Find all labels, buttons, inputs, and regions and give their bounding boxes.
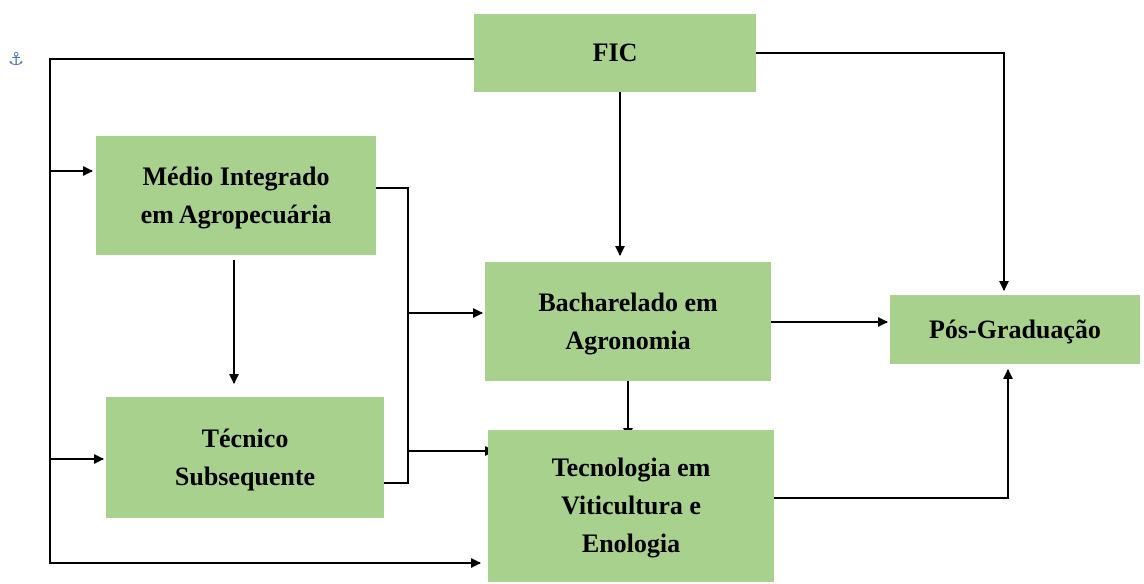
box-pos-graduacao-label: Pós-Graduação: [929, 314, 1101, 344]
box-pos-graduacao: Pós-Graduação: [890, 295, 1140, 364]
box-tecnologia-label: Tecnologia em Viticultura e Enologia: [551, 453, 711, 558]
box-medio-integrado: Médio Integrado em Agropecuária: [96, 136, 376, 255]
bracket-line: [376, 187, 409, 484]
box-fic: FIC: [474, 14, 756, 92]
box-tecnologia: Tecnologia em Viticultura e Enologia: [488, 430, 774, 582]
fic-to-pos-arrow: [756, 52, 1009, 291]
fic-left-line: [49, 58, 481, 568]
box-bacharelado-label: Bacharelado em Agronomia: [538, 287, 718, 355]
box-fic-label: FIC: [592, 38, 638, 67]
box-tecnico-subsequente: Técnico Subsequente: [106, 397, 384, 518]
tecnologia-to-pos-arrow: [774, 369, 1013, 499]
box-tecnico-subsequente-label: Técnico Subsequente: [174, 423, 316, 491]
box-medio-integrado-label: Médio Integrado em Agropecuária: [140, 161, 332, 229]
box-bacharelado: Bacharelado em Agronomia: [485, 262, 771, 381]
anchor-icon: ⚓: [8, 49, 25, 70]
